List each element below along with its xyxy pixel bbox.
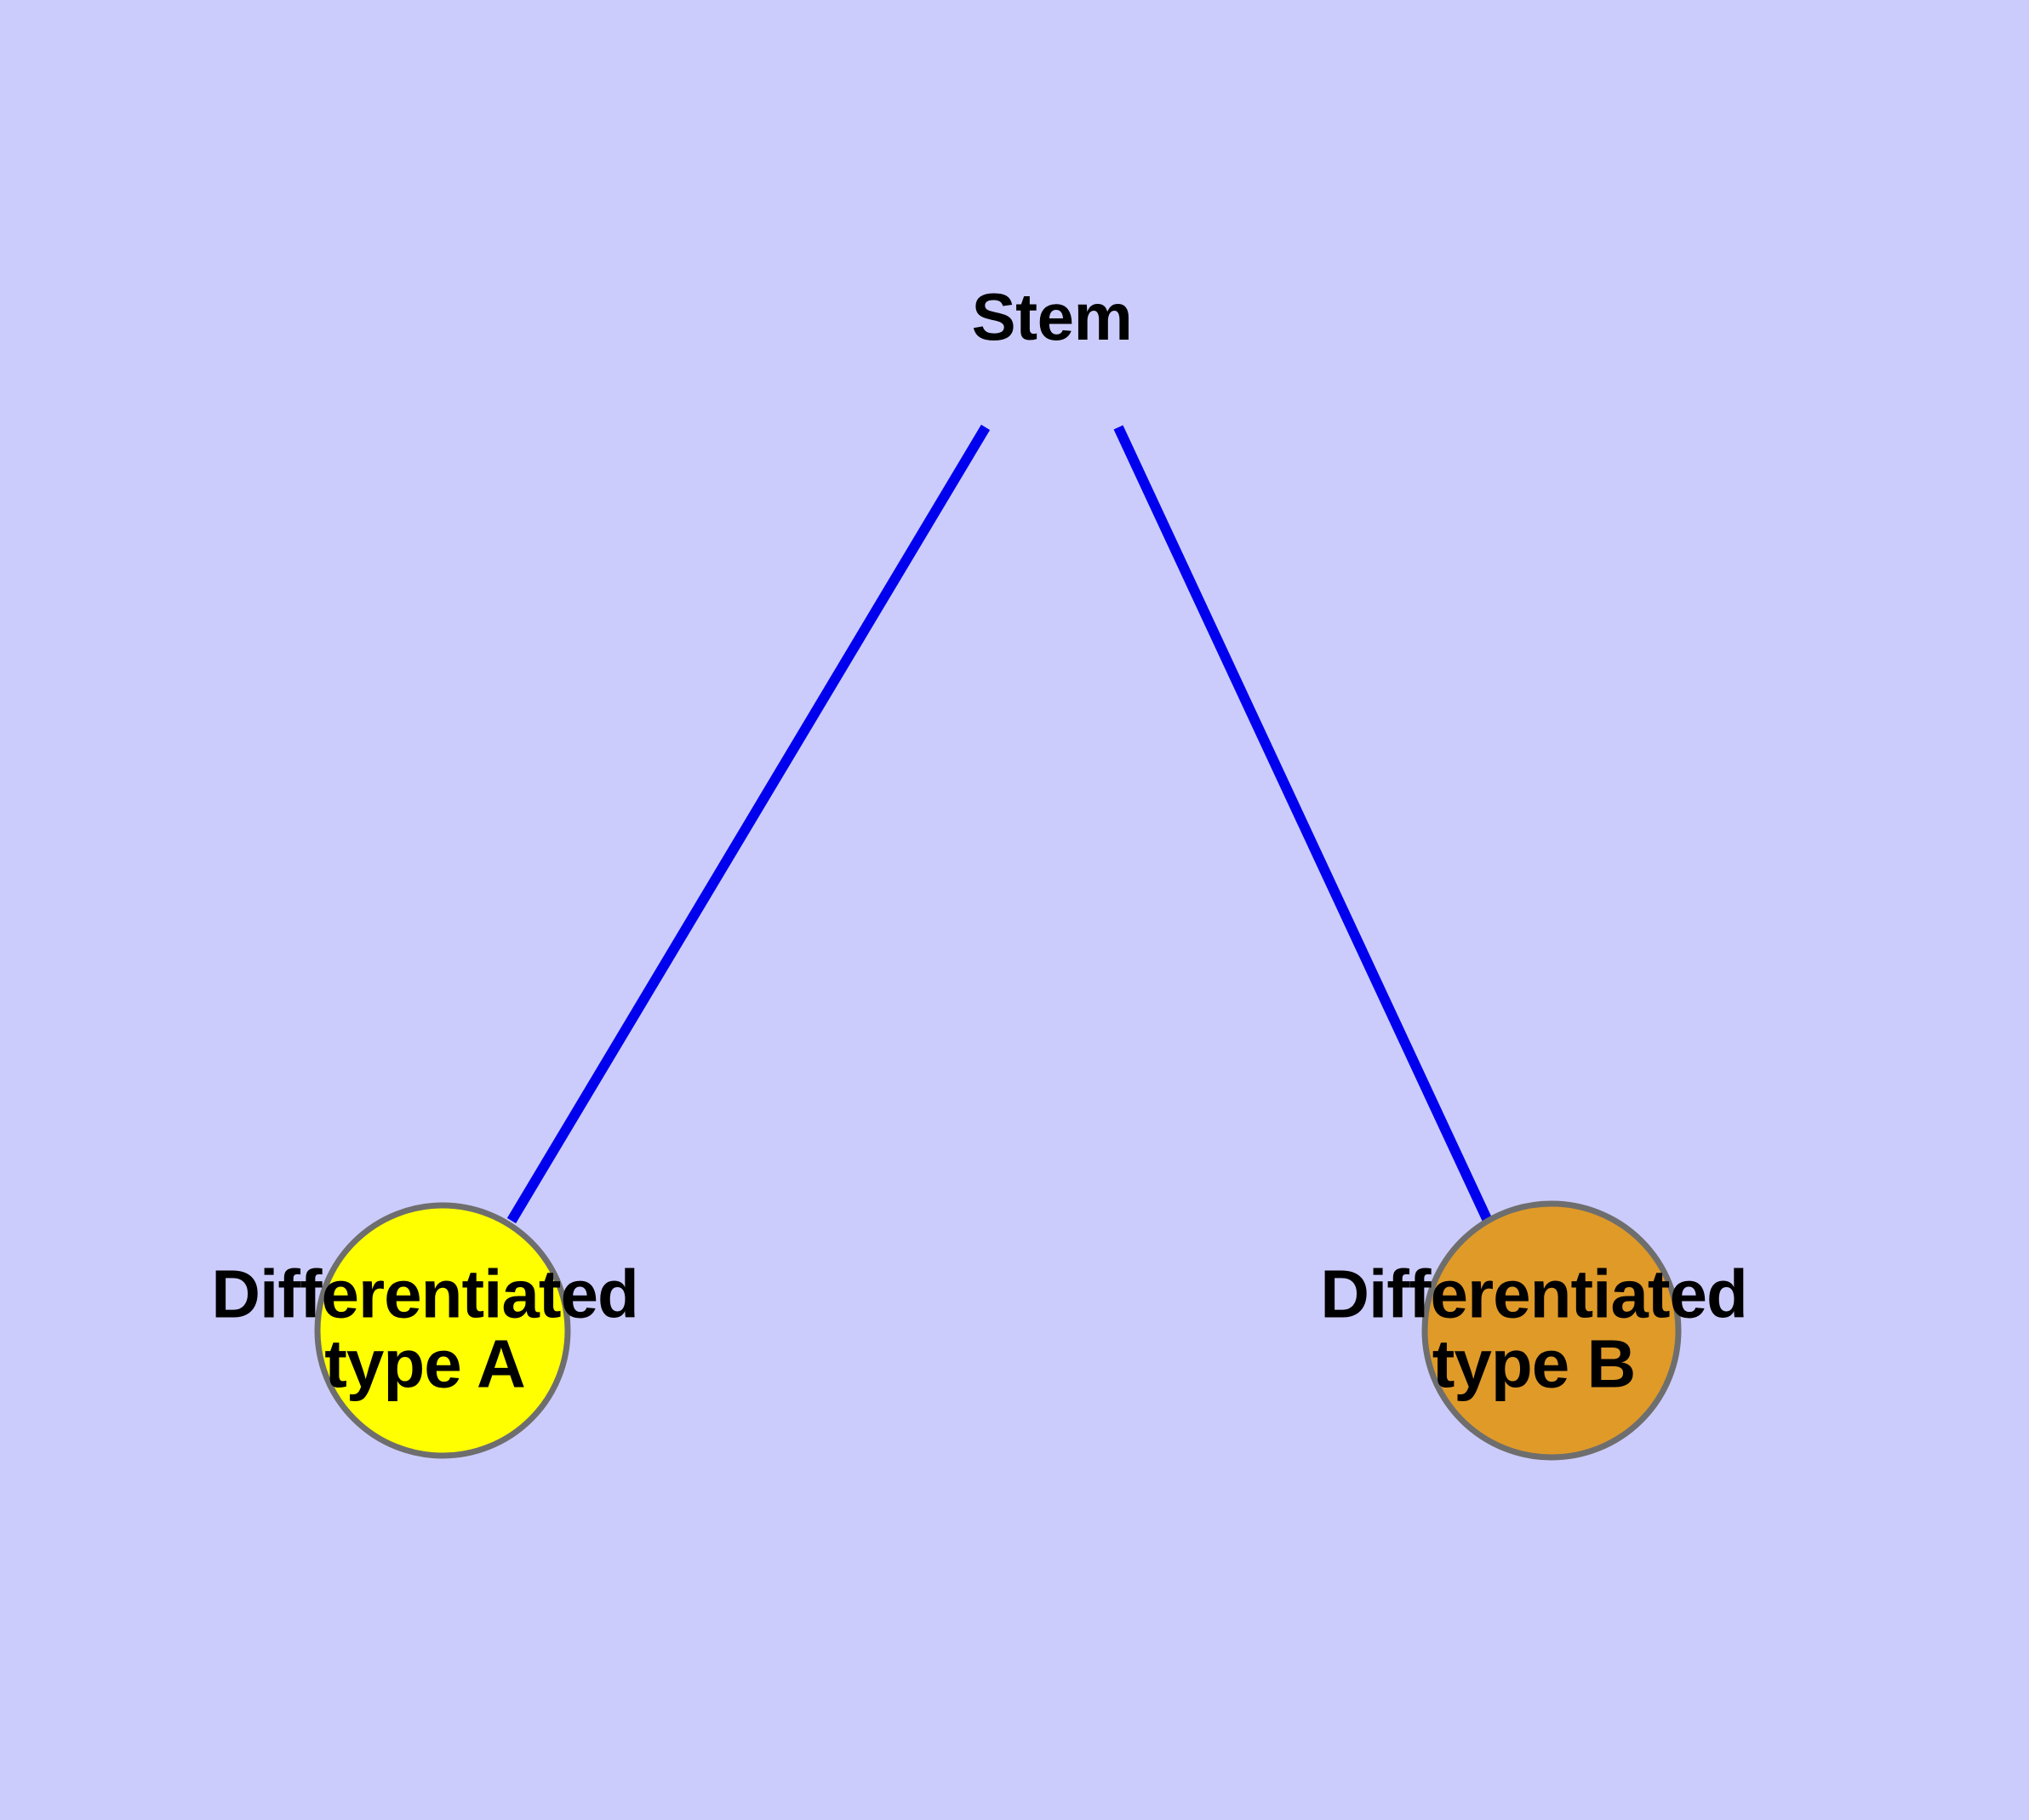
edge-layer — [506, 424, 1493, 1224]
edge-stem-to-differentiated-a[interactable] — [506, 424, 991, 1224]
node-differentiated-type-b[interactable] — [1421, 1200, 1682, 1461]
node-layer — [314, 1200, 1682, 1461]
node-stem[interactable] — [314, 1202, 571, 1459]
edge-stem-to-differentiated-b[interactable] — [1113, 425, 1493, 1223]
